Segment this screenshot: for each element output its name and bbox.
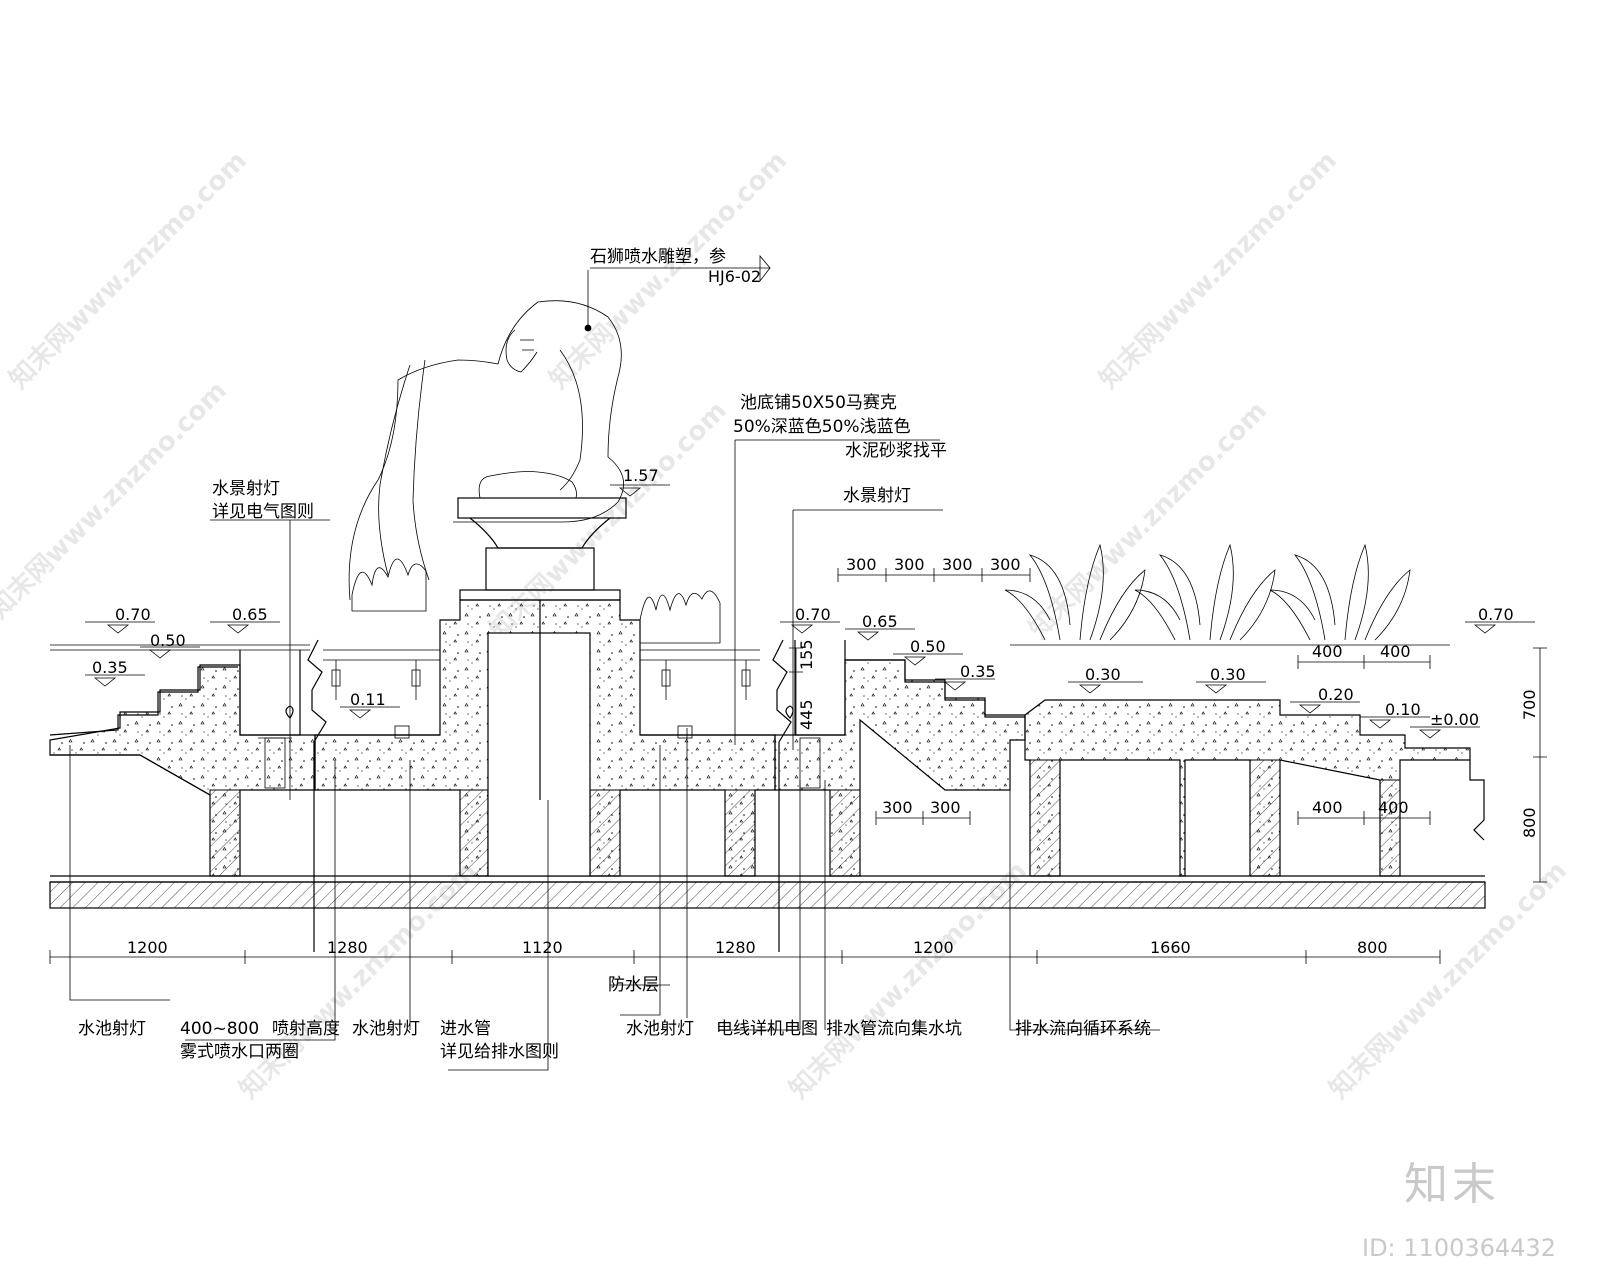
callout-label: 电线详机电图 — [716, 1019, 818, 1039]
watermark: 知末网www.znzmo.com — [0, 376, 233, 625]
elevation-label: 0.65 — [862, 612, 898, 631]
dim-label: 1120 — [522, 938, 563, 957]
dim-label: 300 — [930, 798, 961, 817]
dim-label: 800 — [1520, 807, 1539, 838]
callout-label: 水池射灯 — [78, 1019, 146, 1039]
elevation-label: 0.70 — [1478, 605, 1514, 624]
dim-label: 1660 — [1150, 938, 1191, 957]
watermark: 知末网www.znzmo.com — [1094, 146, 1343, 395]
dim-label: 445 — [797, 699, 816, 730]
left-steps — [49, 644, 316, 877]
elevation-marks — [85, 484, 1535, 739]
dim-label: 155 — [797, 639, 816, 670]
elevation-label: 1.57 — [623, 466, 659, 485]
spotlight-callout: 详见电气图则 — [212, 502, 314, 522]
brand-id: ID: 1100364432 — [1362, 1234, 1556, 1262]
callout-label: 进水管 — [440, 1019, 491, 1039]
dim-label: 1200 — [127, 938, 168, 957]
lion-sculpture — [348, 300, 625, 601]
pool-bottom-note: 水泥砂浆找平 — [845, 441, 947, 461]
spotlight-callout: 水景射灯 — [212, 479, 280, 499]
elevation-label: 0.65 — [232, 605, 268, 624]
elevation-label: 0.70 — [795, 605, 831, 624]
right-planters — [1004, 543, 1485, 877]
elevation-label: 0.11 — [350, 690, 386, 709]
annotations: 石狮喷水雕塑，参 HJ6-02 池底铺50X50马赛克 50%深蓝色50%浅蓝色… — [78, 247, 1151, 1062]
dim-label: 300 — [894, 555, 925, 574]
callout-label: 雾式喷水口两圈 — [180, 1042, 299, 1062]
pool-bottom-note: 50%深蓝色50%浅蓝色 — [733, 417, 911, 437]
dim-label: 300 — [846, 555, 877, 574]
dim-label: 400 — [1380, 642, 1411, 661]
callout-label: 400~800 — [180, 1019, 259, 1039]
elevation-label: 0.30 — [1085, 665, 1121, 684]
callout-label: 水池射灯 — [352, 1019, 420, 1039]
dim-label: 800 — [1357, 938, 1388, 957]
dim-label: 300 — [942, 555, 973, 574]
watermark-layer: 知末网www.znzmo.com 知末网www.znzmo.com 知末网www… — [0, 146, 1573, 1105]
spotlight-callout: 水景射灯 — [843, 486, 911, 506]
dim-label: 400 — [1312, 642, 1343, 661]
elevation-label: 0.35 — [92, 658, 128, 677]
dim-label: 1280 — [327, 938, 368, 957]
leader-lines — [69, 254, 1160, 1071]
dim-label: 1200 — [913, 938, 954, 957]
dim-label: 400 — [1312, 798, 1343, 817]
sculpture-callout: 石狮喷水雕塑，参 — [590, 247, 726, 267]
dim-label: 700 — [1520, 689, 1539, 720]
watermark: 知末网www.znzmo.com — [1024, 396, 1273, 645]
sculpture-ref: HJ6-02 — [708, 267, 761, 286]
waterproof-label: 防水层 — [608, 975, 659, 995]
dim-label: 1280 — [715, 938, 756, 957]
dim-label: 300 — [882, 798, 913, 817]
callout-label: 喷射高度 — [272, 1019, 340, 1039]
elevation-label: 0.10 — [1385, 700, 1421, 719]
elevation-label: 0.50 — [910, 637, 946, 656]
elevation-labels: 0.70 0.65 0.50 0.35 0.11 1.57 0.70 0.65 … — [92, 466, 1514, 729]
watermark: 知末网www.znzmo.com — [4, 146, 253, 395]
callout-label: 水池射灯 — [626, 1019, 694, 1039]
elevation-label: 0.50 — [150, 631, 186, 650]
callout-label: 排水流向循环系统 — [1015, 1019, 1151, 1039]
dimension-lines — [49, 568, 1547, 964]
dim-label: 400 — [1378, 798, 1409, 817]
callout-label: 详见给排水图则 — [440, 1042, 559, 1062]
pool-bottom-note: 池底铺50X50马赛克 — [740, 392, 897, 413]
base-slab — [49, 639, 1486, 952]
elevation-label: 0.35 — [960, 662, 996, 681]
elevation-label: 0.70 — [115, 605, 151, 624]
elevation-label: ±0.00 — [1430, 710, 1479, 729]
callout-label: 排水管流向集水坑 — [826, 1019, 962, 1039]
elevation-label: 0.20 — [1318, 685, 1354, 704]
brand-logo: 知末 — [1404, 1159, 1500, 1210]
central-pool — [314, 497, 776, 877]
elevation-label: 0.30 — [1210, 665, 1246, 684]
dimension-labels: 300 300 300 300 400 400 300 300 400 400 … — [127, 555, 1539, 957]
dim-label: 300 — [990, 555, 1021, 574]
